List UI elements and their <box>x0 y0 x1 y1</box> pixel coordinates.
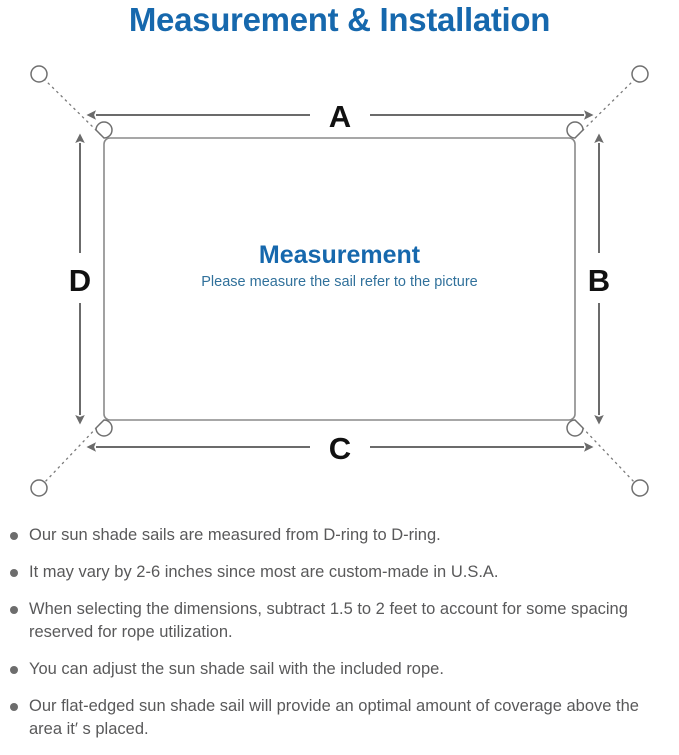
rope-top-right <box>577 77 637 136</box>
notes-list: Our sun shade sails are measured from D-… <box>0 524 679 755</box>
sail-rectangle <box>103 137 576 421</box>
list-item-text: When selecting the dimensions, subtract … <box>29 600 628 641</box>
page-title: Measurement & Installation <box>128 1 551 38</box>
bullet-dot-icon <box>10 703 18 711</box>
list-item-text: It may vary by 2-6 inches since most are… <box>29 563 499 581</box>
rope-top-left <box>42 77 102 136</box>
list-item: You can adjust the sun shade sail with t… <box>0 658 679 681</box>
d-ring-bottom-right-icon <box>566 419 584 437</box>
dimension-label-b: B <box>588 263 610 298</box>
dimension-label-d: D <box>69 263 91 298</box>
d-ring-bottom-left-icon <box>95 419 113 437</box>
anchor-bottom-right-icon <box>631 479 649 497</box>
dimension-label-a: A <box>329 99 351 134</box>
list-item-text: You can adjust the sun shade sail with t… <box>29 660 444 678</box>
bullet-dot-icon <box>10 666 18 674</box>
dimension-label-c: C <box>329 431 351 466</box>
rope-bottom-right <box>577 422 637 485</box>
list-item-text: Our sun shade sails are measured from D-… <box>29 526 441 544</box>
list-item: When selecting the dimensions, subtract … <box>0 598 679 644</box>
list-item: Our sun shade sails are measured from D-… <box>0 524 679 547</box>
measurement-diagram: A C D B <box>0 48 679 518</box>
d-ring-top-left-icon <box>95 121 113 139</box>
anchor-bottom-left-icon <box>30 479 48 497</box>
bullet-dot-icon <box>10 532 18 540</box>
rope-bottom-left <box>42 422 102 485</box>
list-item: It may vary by 2-6 inches since most are… <box>0 561 679 584</box>
anchor-top-right-icon <box>631 65 649 83</box>
anchor-top-left-icon <box>30 65 48 83</box>
list-item: Our flat-edged sun shade sail will provi… <box>0 695 679 741</box>
bullet-dot-icon <box>10 569 18 577</box>
d-ring-top-right-icon <box>566 121 584 139</box>
bullet-dot-icon <box>10 606 18 614</box>
list-item-text: Our flat-edged sun shade sail will provi… <box>29 697 639 738</box>
